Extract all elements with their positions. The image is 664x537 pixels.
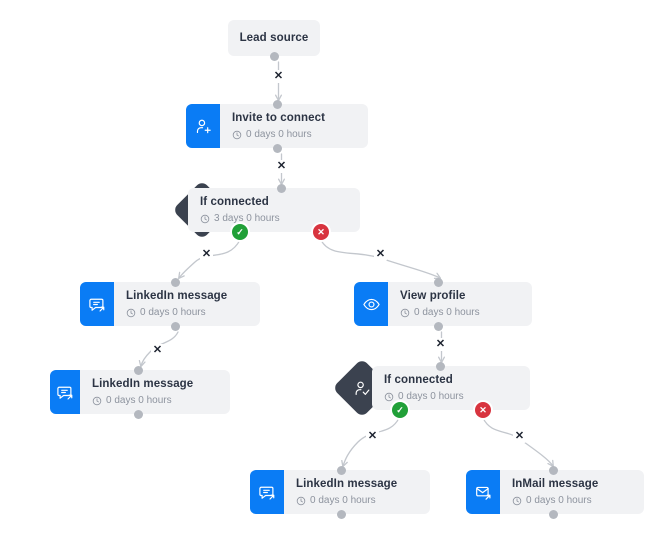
node-body: View profile 0 days 0 hours: [388, 282, 532, 326]
node-delay-text: 0 days 0 hours: [526, 494, 592, 506]
node-delay: 0 days 0 hours: [296, 494, 420, 508]
node-title: LinkedIn message: [296, 477, 398, 490]
node-delay: 3 days 0 hours: [200, 212, 350, 226]
node-if-connected-bottom[interactable]: If connected 0 days 0 hours: [372, 366, 530, 410]
port-linkedin-1-out[interactable]: [170, 321, 180, 331]
node-body: If connected 0 days 0 hours: [372, 366, 530, 410]
edge-if1-no-to-viewprofile-delete-icon[interactable]: ✕: [374, 248, 387, 261]
branch-badge-no-top[interactable]: ✕: [313, 224, 329, 240]
node-body: LinkedIn message 0 days 0 hours: [284, 470, 430, 514]
port-if-connected-1-in[interactable]: [276, 183, 286, 193]
node-delay-text: 0 days 0 hours: [246, 128, 312, 140]
port-linkedin-2-in[interactable]: [133, 365, 143, 375]
node-view-profile[interactable]: View profile 0 days 0 hours: [354, 282, 532, 326]
node-body: Invite to connect 0 days 0 hours: [220, 104, 368, 148]
node-linkedin-message-left-2[interactable]: LinkedIn message 0 days 0 hours: [50, 370, 230, 414]
node-lead-source[interactable]: Lead source: [228, 20, 320, 56]
node-delay: 0 days 0 hours: [512, 494, 634, 508]
person-check-icon: [353, 379, 372, 398]
node-title: Lead source: [239, 31, 309, 44]
edge-if2-no-to-inmail-delete-icon[interactable]: ✕: [513, 430, 526, 443]
node-body: InMail message 0 days 0 hours: [500, 470, 644, 514]
edge-invite-to-if-connected-delete-icon[interactable]: ✕: [275, 160, 288, 173]
port-lead-source-out[interactable]: [269, 51, 279, 61]
port-view-profile-out[interactable]: [433, 321, 443, 331]
port-invite-out[interactable]: [272, 143, 282, 153]
port-if-connected-2-in[interactable]: [435, 361, 445, 371]
edge-viewprofile-to-if2-delete-icon[interactable]: ✕: [434, 338, 447, 351]
port-invite-in[interactable]: [272, 99, 282, 109]
node-title: LinkedIn message: [126, 289, 228, 302]
inmail-icon: [466, 470, 500, 514]
node-body: Lead source: [228, 20, 320, 56]
clock-icon: [512, 496, 522, 506]
linkedin-message-icon: [250, 470, 284, 514]
eye-icon: [354, 282, 388, 326]
edge-if1-yes-to-linkedin1-delete-icon[interactable]: ✕: [200, 248, 213, 261]
node-body: LinkedIn message 0 days 0 hours: [80, 370, 230, 414]
port-linkedin-1-in[interactable]: [170, 277, 180, 287]
branch-badge-no-bottom[interactable]: ✕: [475, 402, 491, 418]
node-linkedin-message-bottom[interactable]: LinkedIn message 0 days 0 hours: [250, 470, 430, 514]
node-delay: 0 days 0 hours: [92, 394, 220, 408]
linkedin-message-icon: [50, 370, 80, 414]
node-inmail-message[interactable]: InMail message 0 days 0 hours: [466, 470, 644, 514]
edge-if2-yes-to-linkedin3-delete-icon[interactable]: ✕: [366, 430, 379, 443]
node-delay-text: 0 days 0 hours: [106, 394, 172, 406]
edge-linkedin1-to-linkedin2-delete-icon[interactable]: ✕: [151, 344, 164, 357]
port-linkedin-2-out[interactable]: [133, 409, 143, 419]
node-title: Invite to connect: [232, 111, 326, 124]
clock-icon: [384, 392, 394, 402]
node-delay: 0 days 0 hours: [232, 128, 358, 142]
clock-icon: [400, 308, 410, 318]
node-delay-text: 3 days 0 hours: [214, 212, 280, 224]
clock-icon: [296, 496, 306, 506]
clock-icon: [232, 130, 242, 140]
clock-icon: [92, 396, 102, 406]
node-invite-to-connect[interactable]: Invite to connect 0 days 0 hours: [186, 104, 368, 148]
node-delay-text: 0 days 0 hours: [310, 494, 376, 506]
node-title: LinkedIn message: [92, 377, 194, 390]
node-title: If connected: [384, 373, 453, 386]
node-body: If connected 3 days 0 hours: [188, 188, 360, 232]
node-body: LinkedIn message 0 days 0 hours: [114, 282, 260, 326]
node-linkedin-message-left-1[interactable]: LinkedIn message 0 days 0 hours: [80, 282, 260, 326]
port-view-profile-in[interactable]: [433, 277, 443, 287]
node-title: If connected: [200, 195, 269, 208]
port-inmail-out[interactable]: [548, 509, 558, 519]
branch-badge-yes-top[interactable]: ✓: [232, 224, 248, 240]
port-linkedin-3-out[interactable]: [336, 509, 346, 519]
clock-icon: [126, 308, 136, 318]
person-add-icon: [186, 104, 220, 148]
node-delay-text: 0 days 0 hours: [140, 306, 206, 318]
port-linkedin-3-in[interactable]: [336, 465, 346, 475]
node-delay-text: 0 days 0 hours: [414, 306, 480, 318]
node-if-connected-top[interactable]: If connected 3 days 0 hours: [188, 188, 360, 232]
branch-badge-yes-bottom[interactable]: ✓: [392, 402, 408, 418]
node-title: View profile: [400, 289, 466, 302]
if-connected-bottom-diamond[interactable]: [332, 358, 392, 418]
node-title: InMail message: [512, 477, 599, 490]
node-delay: 0 days 0 hours: [400, 306, 522, 320]
linkedin-message-icon: [80, 282, 114, 326]
node-delay: 0 days 0 hours: [126, 306, 250, 320]
clock-icon: [200, 214, 210, 224]
node-delay-text: 0 days 0 hours: [398, 390, 464, 402]
port-inmail-in[interactable]: [548, 465, 558, 475]
node-delay: 0 days 0 hours: [384, 390, 520, 404]
edge-lead-to-invite-delete-icon[interactable]: ✕: [272, 70, 285, 83]
